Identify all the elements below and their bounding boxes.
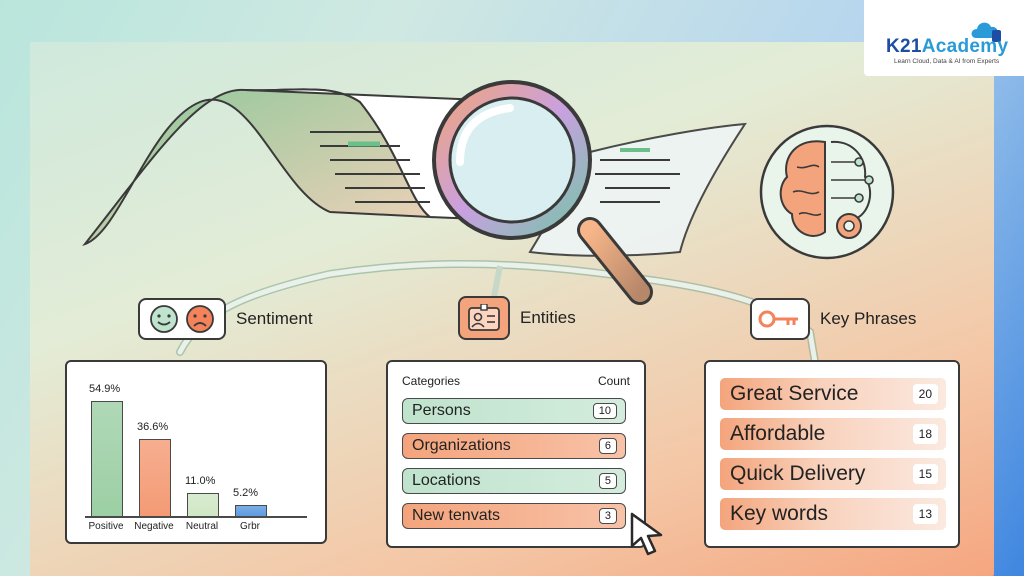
bar-category-label: Neutral [185, 521, 219, 532]
key-phrase-label: Quick Delivery [730, 462, 866, 485]
sentiment-label: Sentiment [138, 298, 313, 340]
entity-label: Organizations [412, 437, 511, 454]
bar-grbr [235, 505, 267, 517]
brand-tagline: Learn Cloud, Data & AI from Experts [894, 58, 1000, 65]
key-phrase-row[interactable]: Affordable 18 [720, 418, 946, 450]
entity-row[interactable]: New tenvats 3 [402, 503, 626, 529]
sentiment-title: Sentiment [236, 309, 313, 328]
sentiment-faces [138, 298, 226, 340]
entity-label: New tenvats [412, 507, 501, 524]
sentiment-bar-chart: 54.9% Positive 36.6% Negative 11.0% Neutral 5.… [67, 362, 325, 542]
entity-count: 5 [598, 473, 617, 489]
bar-category-label: Negative [134, 521, 174, 532]
bar-category-label: Positive [88, 521, 124, 532]
entity-label: Locations [412, 472, 481, 489]
ai-brain-icon [759, 124, 895, 260]
key-phrases-title: Key Phrases [820, 309, 917, 328]
key-phrase-label: Great Service [730, 382, 859, 405]
entities-label: Entities [458, 296, 576, 340]
happy-face-icon [150, 305, 178, 333]
brand-name: K21Academy [886, 36, 1009, 57]
bar-neutral [187, 493, 219, 517]
entities-header-categories: Categories [402, 374, 461, 388]
illustration-canvas: Sentiment Entities Key Phrases [30, 42, 994, 576]
key-phrase-count: 15 [912, 464, 938, 484]
entity-count: 10 [592, 403, 617, 419]
entity-row[interactable]: Persons 10 [402, 398, 626, 424]
entity-label: Persons [412, 402, 471, 419]
key-phrase-row[interactable]: Great Service 20 [720, 378, 946, 410]
entities-header-count: Count [597, 374, 630, 388]
chart-baseline [85, 516, 307, 518]
bar-value-label: 54.9% [89, 383, 121, 395]
key-phrases-label: Key Phrases [750, 298, 916, 340]
mouse-cursor-icon [630, 512, 663, 556]
key-phrase-count: 18 [912, 424, 938, 444]
bar-value-label: 36.6% [137, 421, 169, 433]
entity-row[interactable]: Organizations 6 [402, 433, 626, 459]
entity-count: 6 [598, 438, 617, 454]
bar-positive [91, 401, 123, 517]
bar-negative [139, 439, 171, 517]
entity-row[interactable]: Locations 5 [402, 468, 626, 494]
sad-face-icon [186, 305, 214, 333]
bar-category-label: Grbr [240, 521, 260, 532]
k21academy-logo: K21Academy Learn Cloud, Data & AI from E… [864, 0, 1024, 76]
entity-count: 3 [598, 508, 617, 524]
document-illustration [82, 80, 819, 366]
bar-value-label: 5.2% [233, 487, 259, 499]
key-phrase-label: Key words [730, 502, 829, 525]
key-icon [750, 298, 810, 340]
sentiment-chart-card: 54.9% Positive 36.6% Negative 11.0% Neutral 5.… [65, 360, 327, 544]
key-phrase-row[interactable]: Quick Delivery 15 [720, 458, 946, 490]
key-phrase-row[interactable]: Key words 13 [720, 498, 946, 530]
id-card-icon [458, 296, 510, 340]
bar-value-label: 11.0% [185, 475, 216, 487]
key-phrase-count: 13 [912, 504, 938, 524]
key-phrase-count: 20 [912, 384, 938, 404]
entities-title: Entities [520, 308, 576, 327]
key-phrase-label: Affordable [730, 422, 826, 445]
cloud-database-icon [971, 22, 1001, 42]
